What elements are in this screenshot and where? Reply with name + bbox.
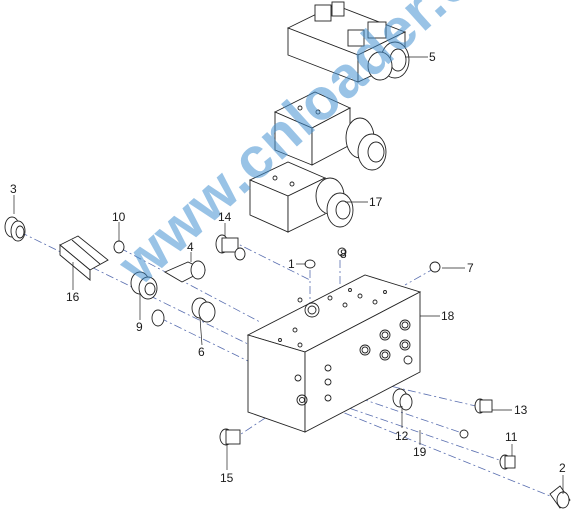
part-9-fitting: [130, 271, 158, 300]
part-7-plug: [429, 261, 441, 273]
part-11-fitting: [499, 454, 516, 470]
callout-4: 4: [187, 240, 194, 254]
part-6-fittings: [151, 297, 216, 327]
callout-18: 18: [441, 309, 455, 323]
part-16-body: [59, 235, 109, 281]
callout-5: 5: [429, 50, 436, 64]
callout-19: 19: [413, 445, 427, 459]
part-2-fitting: [549, 485, 571, 509]
callout-15: 15: [220, 471, 234, 485]
part-14-fitting: [215, 234, 246, 261]
callout-16: 16: [66, 290, 80, 304]
solenoid-valve-17: [248, 161, 354, 233]
callout-9: 9: [136, 320, 143, 334]
callout-8: 8: [340, 247, 347, 261]
callout-1: 1: [288, 257, 295, 271]
callout-10: 10: [112, 210, 126, 224]
solenoid-valve-middle: [273, 91, 387, 171]
callout-11: 11: [505, 430, 518, 444]
part-4-cartridge: [164, 260, 207, 283]
callout-14: 14: [218, 210, 232, 224]
part-15-fitting: [219, 428, 241, 446]
part-3-plug: [4, 216, 26, 242]
callout-13: 13: [514, 403, 528, 417]
manifold-block: [246, 274, 422, 433]
leader-lines: [13, 56, 564, 494]
callout-7: 7: [467, 261, 474, 275]
callout-6: 6: [198, 345, 205, 359]
part-12-fitting: [392, 388, 413, 411]
callout-17: 17: [369, 195, 383, 209]
part-19-plug: [459, 429, 469, 439]
part-1-plug: [304, 259, 316, 269]
callout-3: 3: [10, 182, 17, 196]
callout-12: 12: [395, 429, 409, 443]
part-10-plug: [113, 240, 125, 254]
part-13-fitting: [474, 398, 493, 414]
solenoid-valve-5: [286, 1, 410, 83]
callout-2: 2: [559, 461, 566, 475]
